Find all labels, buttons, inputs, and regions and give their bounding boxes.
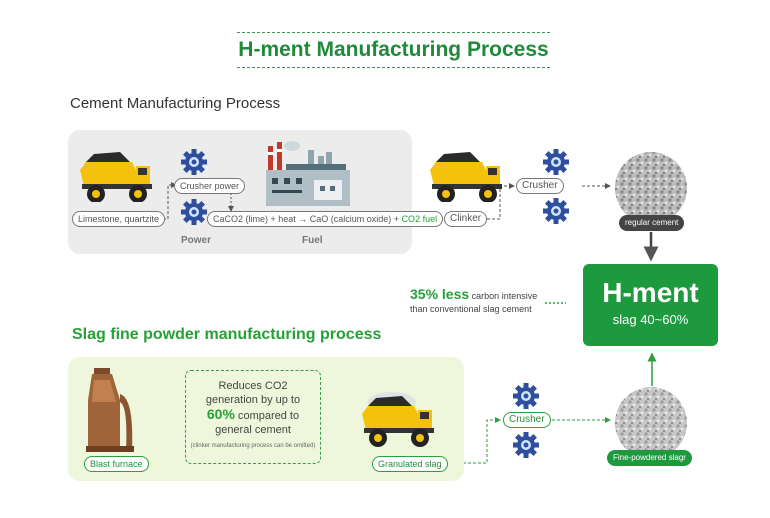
less-highlight: 35% less xyxy=(410,286,470,302)
cement-section-heading: Cement Manufacturing Process xyxy=(70,95,281,112)
page-title: H-ment Manufacturing Process xyxy=(237,32,550,68)
carbon-note: 35% less carbon intensive than conventio… xyxy=(410,286,538,316)
granulated-slag-label: Granulated slag xyxy=(372,456,448,472)
gear-icon xyxy=(513,432,539,458)
reaction-label: CaCO2 (lime) + heat → CaO (calcium oxide… xyxy=(207,211,444,227)
gear-icon xyxy=(181,199,207,225)
clinker-label: Clinker xyxy=(444,211,488,227)
reduce-line-1: Reduces CO2 xyxy=(218,380,288,392)
hment-slag: slag 40~60% xyxy=(612,312,689,327)
co2-reduction-box: Reduces CO2 generation by up to 60% comp… xyxy=(185,370,321,464)
reaction-text: CaCO2 (lime) + heat → CaO (calcium oxide… xyxy=(213,214,402,224)
crusher-label: Crusher xyxy=(516,178,564,194)
gear-icon xyxy=(513,383,539,409)
less-text-b: than conventional slag cement xyxy=(410,304,532,314)
factory-icon xyxy=(266,141,350,206)
dump-truck-icon xyxy=(362,392,434,447)
gear-icon xyxy=(181,149,207,175)
slag-crusher-label: Crusher xyxy=(503,412,551,428)
hment-name: H-ment xyxy=(602,277,699,308)
reduce-line-3: compared to xyxy=(234,410,300,422)
dump-truck-icon xyxy=(430,152,502,202)
blast-furnace-icon xyxy=(86,368,134,452)
reduce-note: (clinker manufacturing process can be om… xyxy=(190,443,316,449)
reduce-percent: 60% xyxy=(206,406,235,422)
fine-slag-label: Fine-powdered slagr xyxy=(607,450,692,466)
gear-icon xyxy=(543,198,569,224)
fuel-label: Fuel xyxy=(302,235,323,246)
regular-cement-image xyxy=(615,152,687,224)
crusher-power-label: Crusher power xyxy=(174,178,246,194)
reduce-line-4: general cement xyxy=(215,424,291,436)
regular-cement-label: regular cement xyxy=(619,215,685,231)
co2-fuel-text: CO2 fuel xyxy=(401,214,438,224)
gear-icon xyxy=(543,149,569,175)
slag-section-heading: Slag fine powder manufacturing process xyxy=(72,326,382,343)
fine-slag-image xyxy=(615,387,687,459)
blast-furnace-label: Blast furnace xyxy=(84,456,149,472)
less-text-a: carbon intensive xyxy=(469,291,538,301)
power-label: Power xyxy=(181,235,212,246)
dump-truck-icon xyxy=(80,152,152,202)
limestone-label: Limestone, quartzite xyxy=(72,211,166,227)
reduce-line-2: generation by up to xyxy=(205,394,301,406)
hment-box: H-ment slag 40~60% xyxy=(583,264,718,346)
